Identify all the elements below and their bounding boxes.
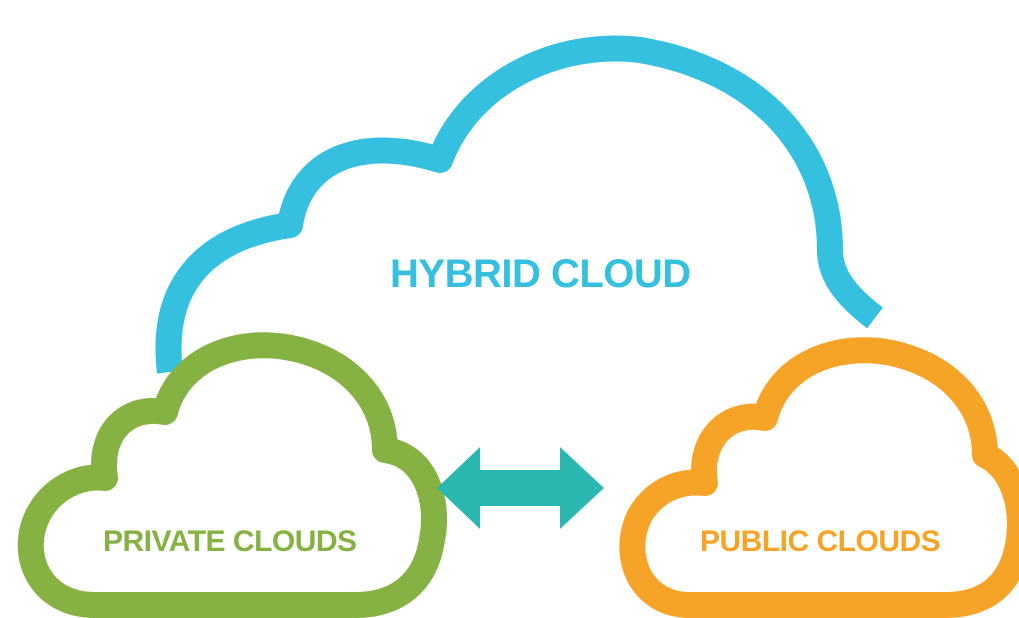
hybrid-cloud-shape <box>155 35 884 374</box>
hybrid-cloud-label: HYBRID CLOUD <box>390 252 691 296</box>
bidirectional-arrow-icon <box>437 447 604 529</box>
public-clouds-label: PUBLIC CLOUDS <box>700 525 941 558</box>
private-cloud-shape <box>17 332 448 618</box>
private-clouds-label: PRIVATE CLOUDS <box>103 525 357 558</box>
public-cloud-shape <box>619 337 1019 618</box>
